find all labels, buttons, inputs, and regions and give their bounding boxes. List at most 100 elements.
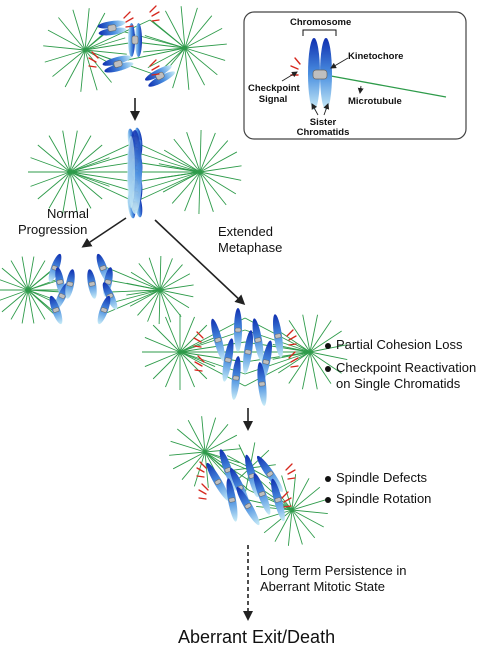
- microtubule: [143, 47, 186, 53]
- microtubule: [180, 6, 186, 49]
- chromosome: [145, 65, 175, 87]
- microtubule: [69, 171, 103, 200]
- kinetochore: [258, 491, 266, 497]
- single-chromatid: [222, 338, 234, 382]
- sister-chromatid: [145, 65, 172, 81]
- checkpoint-signal: [281, 491, 289, 499]
- microtubule: [302, 351, 311, 390]
- bullet-spindle-defects: Spindle Defects: [336, 470, 428, 485]
- microtubule: [199, 171, 227, 206]
- microtubule: [288, 320, 311, 353]
- checkpoint-signal: [149, 5, 157, 13]
- microtubule: [244, 351, 311, 363]
- bullet-dot: [325, 343, 331, 349]
- legend-microtubule-label: Microtubule: [348, 96, 402, 107]
- microtubule: [69, 141, 136, 173]
- microtubule: [0, 289, 29, 301]
- sister-chromatid: [128, 23, 135, 57]
- bullet-dot: [325, 476, 331, 482]
- checkpoint-signal: [151, 19, 160, 22]
- microtubule: [103, 289, 161, 315]
- microtubule: [52, 49, 86, 77]
- microtubule: [291, 509, 316, 539]
- microtubule: [184, 47, 205, 86]
- microtubule: [69, 171, 136, 203]
- microtubule: [69, 130, 78, 173]
- microtubule: [179, 351, 208, 380]
- microtubule: [144, 351, 181, 367]
- microtubule: [72, 9, 86, 51]
- microtubule: [84, 49, 112, 83]
- microtubule: [149, 19, 186, 49]
- checkpoint-signal: [193, 337, 202, 343]
- microtubule: [248, 499, 293, 511]
- microtubule: [37, 171, 71, 200]
- microtubule: [69, 151, 136, 173]
- legend-chromosome-label: Chromosome: [290, 17, 352, 28]
- microtubule: [134, 141, 201, 173]
- microtubule: [62, 171, 71, 214]
- single-chromatid: [271, 478, 285, 522]
- branch-normal-label-2: Progression: [18, 222, 88, 237]
- single-chromatid: [226, 478, 238, 522]
- microtubule: [199, 130, 202, 173]
- branch-extended-label-2: Metaphase: [218, 240, 283, 255]
- stage-spindle-defects: [169, 416, 328, 546]
- checkpoint-signal: [285, 463, 293, 471]
- kinetochore: [244, 349, 252, 355]
- microtubule: [291, 486, 321, 511]
- checkpoint-signal: [125, 25, 134, 28]
- sister-chromatid: [148, 71, 175, 87]
- microtubule: [43, 45, 86, 51]
- microtubule: [199, 171, 242, 181]
- microtubule: [27, 279, 61, 291]
- chromosome: [97, 20, 127, 36]
- kinetochore: [131, 35, 139, 45]
- single-chromatid: [236, 486, 260, 526]
- microtubule: [287, 509, 293, 546]
- stage-metaphase: [28, 127, 242, 219]
- microtubule: [30, 157, 71, 173]
- kinetochore: [214, 337, 222, 343]
- kinetochore: [214, 479, 222, 485]
- sister-chromatid: [135, 23, 142, 57]
- single-chromatid: [242, 330, 254, 374]
- microtubule: [10, 260, 29, 291]
- kinetochore: [100, 307, 108, 313]
- microtubule: [129, 289, 161, 307]
- microtubule: [159, 264, 183, 291]
- microtubule: [69, 135, 92, 173]
- microtubule: [134, 161, 201, 173]
- microtubule: [47, 29, 86, 51]
- kinetochore: [234, 327, 242, 333]
- kinetochore: [274, 333, 282, 339]
- stage-prometaphase: [43, 5, 227, 92]
- microtubule: [109, 289, 161, 293]
- microtubule: [170, 440, 206, 453]
- checkpoint-signal: [151, 11, 160, 17]
- microtubule: [163, 149, 201, 173]
- microtubule: [302, 314, 311, 353]
- single-chromatid: [234, 308, 242, 352]
- sister-chromatid: [97, 20, 126, 29]
- microtubule: [201, 416, 206, 453]
- microtubule: [130, 271, 161, 291]
- microtubule: [126, 289, 161, 296]
- microtubule: [147, 47, 186, 68]
- kinetochore: [99, 265, 107, 271]
- checkpoint-signal: [91, 51, 99, 59]
- microtubule: [291, 478, 310, 511]
- branch-extended-label-1: Extended: [218, 224, 273, 239]
- single-chromatid: [87, 269, 97, 299]
- microtubule: [159, 289, 194, 298]
- microtubule: [84, 49, 98, 91]
- microtubule: [171, 171, 201, 204]
- checkpoint-signal: [287, 469, 296, 475]
- microtubule: [44, 49, 86, 63]
- microtubule: [48, 171, 71, 209]
- microtubule: [309, 320, 332, 353]
- microtubule: [37, 144, 71, 173]
- microtubule: [64, 49, 86, 88]
- microtubule: [187, 419, 206, 453]
